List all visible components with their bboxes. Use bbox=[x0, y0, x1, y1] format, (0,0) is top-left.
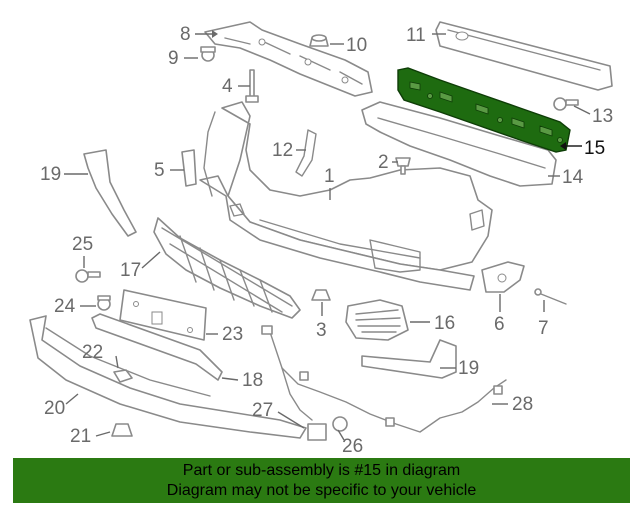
callout-16: 16 bbox=[434, 313, 455, 334]
callout-14: 14 bbox=[562, 167, 584, 188]
callout-27: 27 bbox=[252, 400, 273, 421]
part-3-clip bbox=[311, 289, 331, 301]
part-2-clip bbox=[395, 157, 411, 175]
callout-21: 21 bbox=[70, 426, 91, 447]
part-22-nut bbox=[113, 369, 133, 383]
callout-4: 4 bbox=[222, 76, 233, 97]
part-18-molding bbox=[91, 313, 223, 381]
callout-12: 11 bbox=[406, 25, 426, 46]
callout-1: 1 bbox=[324, 166, 335, 187]
callout-25: 25 bbox=[72, 234, 93, 255]
part-1-bumper-fascia bbox=[199, 101, 493, 291]
part-11-bracket bbox=[295, 129, 317, 177]
callout-15: 15 bbox=[584, 138, 605, 159]
callout-26: 26 bbox=[342, 436, 363, 457]
callout-19-top: 19 bbox=[40, 164, 61, 185]
part-19-side-bracket-left bbox=[83, 149, 137, 237]
callout-2: 2 bbox=[378, 152, 389, 173]
callouts: 8 9 10 11 4 13 15 12 5 2 1 14 19 25 17 2… bbox=[40, 24, 613, 457]
callout-17: 17 bbox=[120, 260, 141, 281]
part-21-clip bbox=[111, 423, 133, 437]
part-23-license-bracket bbox=[119, 289, 207, 341]
callout-9: 9 bbox=[168, 48, 179, 69]
callout-24: 24 bbox=[54, 296, 76, 317]
part-6-bracket bbox=[481, 261, 525, 293]
callout-19-bottom: 19 bbox=[458, 358, 479, 379]
callout-18: 18 bbox=[242, 370, 263, 391]
callout-28: 28 bbox=[512, 394, 533, 415]
part-13-bolt bbox=[553, 97, 579, 111]
callout-8: 8 bbox=[180, 24, 191, 45]
callout-23: 23 bbox=[222, 324, 243, 345]
callout-13: 13 bbox=[592, 106, 613, 127]
part-9-bolt bbox=[200, 46, 216, 62]
banner-line-1: Part or sub-assembly is #15 in diagram bbox=[182, 462, 461, 479]
callout-5: 5 bbox=[154, 160, 165, 181]
part-24-bolt bbox=[97, 295, 111, 311]
banner-line-2: Diagram may not be specific to your vehi… bbox=[166, 482, 477, 499]
callout-10: 10 bbox=[346, 35, 367, 56]
callout-6: 6 bbox=[494, 314, 505, 335]
part-19-side-bracket-right bbox=[361, 339, 457, 379]
callout-3: 3 bbox=[316, 320, 327, 341]
callout-20: 20 bbox=[44, 398, 65, 419]
callout-22: 22 bbox=[82, 342, 103, 363]
part-7-stud bbox=[534, 288, 567, 305]
part-14-absorber bbox=[361, 101, 557, 187]
part-10-nut bbox=[309, 34, 329, 47]
part-5-bracket bbox=[181, 149, 197, 187]
parts-diagram: 8 9 10 11 4 13 15 12 5 2 1 14 19 25 17 2… bbox=[29, 21, 613, 457]
callout-7: 7 bbox=[538, 318, 549, 339]
part-17-grille bbox=[153, 217, 301, 319]
callout-11: 12 bbox=[272, 140, 293, 161]
leader-lines bbox=[64, 30, 591, 441]
part-8-upper-bracket bbox=[204, 21, 373, 97]
part-26-sensor bbox=[307, 416, 348, 441]
part-12-impact-bar bbox=[435, 21, 613, 91]
part-4-stud bbox=[245, 69, 259, 103]
part-27-wiring-harness bbox=[261, 325, 507, 433]
part-25-bolt bbox=[75, 269, 101, 283]
part-20-lower-valance bbox=[29, 315, 307, 439]
part-15-reinforcement-highlighted bbox=[397, 67, 571, 153]
part-16-fog-bezel bbox=[345, 299, 409, 341]
info-banner: Part or sub-assembly is #15 in diagram D… bbox=[13, 458, 630, 503]
